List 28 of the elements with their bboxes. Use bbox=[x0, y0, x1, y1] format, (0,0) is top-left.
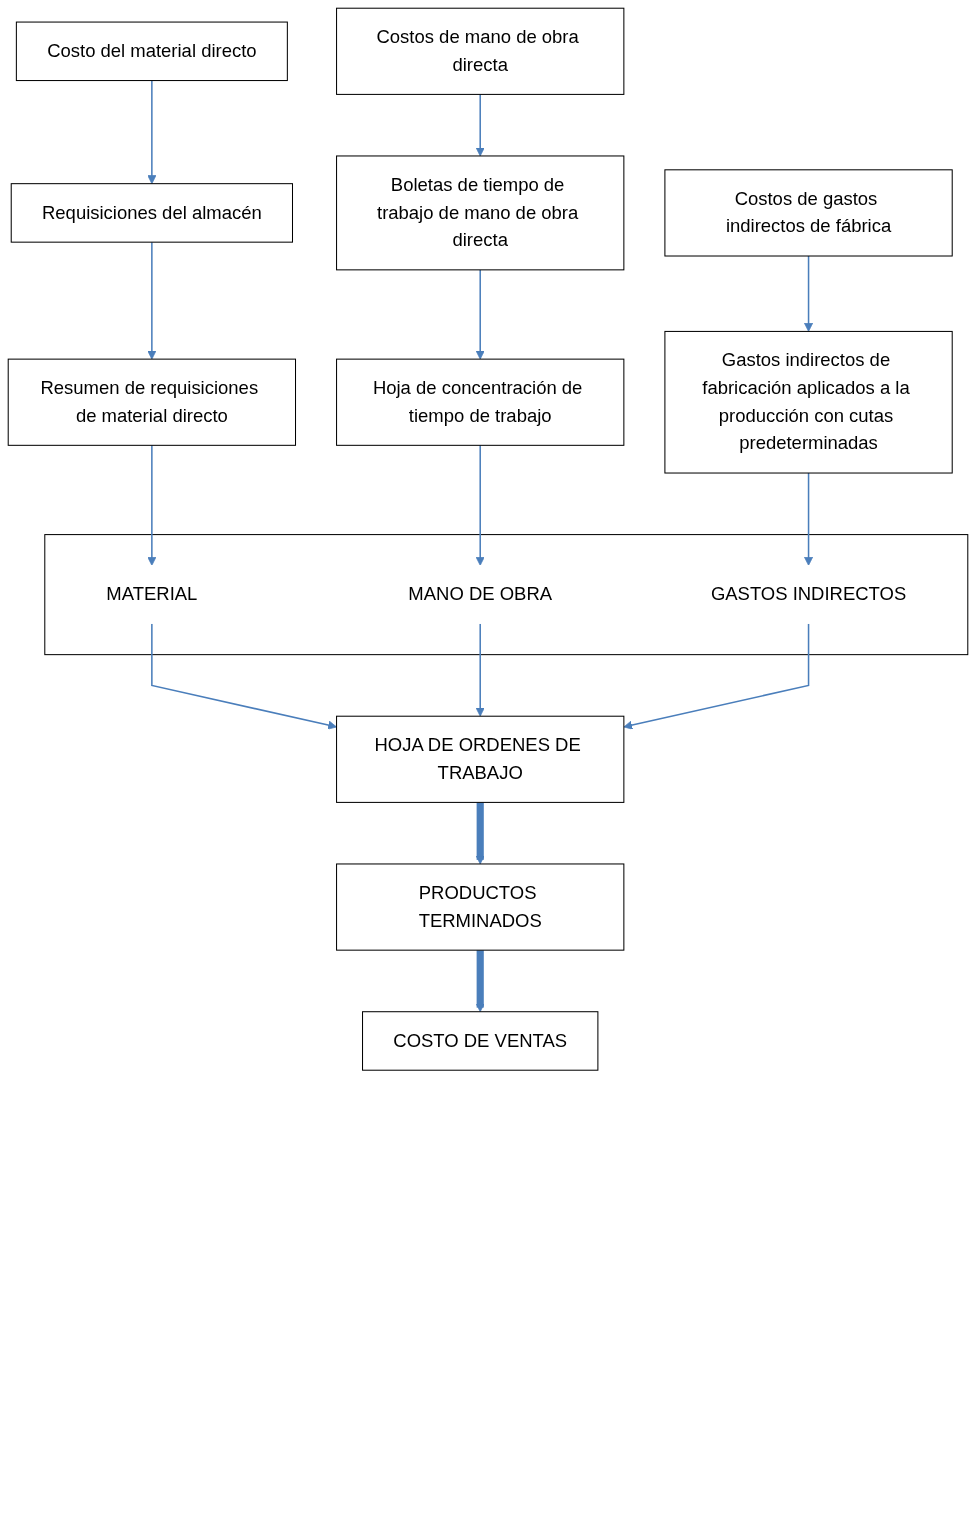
node-text: GASTOS INDIRECTOS bbox=[710, 583, 907, 605]
arrow bbox=[147, 241, 157, 360]
node-box: Hoja de concentración de tiempo de trabajo bbox=[336, 358, 625, 446]
arrow bbox=[475, 93, 485, 157]
node-box: HOJA DE ORDENES DE TRABAJO bbox=[336, 715, 625, 803]
node-box: Resumen de requisiciones de material directo bbox=[7, 358, 297, 446]
arrow bbox=[475, 950, 485, 1013]
cluster bbox=[44, 534, 969, 656]
arrow bbox=[475, 269, 485, 360]
node-box: Gastos indirectos de fabricación aplicados a la producción con cutas predeterminadas bbox=[664, 330, 953, 474]
arrow bbox=[475, 802, 485, 865]
arrow bbox=[804, 472, 814, 566]
node-box: Requisiciones del almacén bbox=[10, 183, 293, 243]
node-box: Costos de mano de obra directa bbox=[336, 7, 625, 95]
node-box: COSTO DE VENTAS bbox=[362, 1011, 599, 1071]
arrow bbox=[475, 444, 485, 566]
node-box: Costos de gastos indirectos de fábrica bbox=[664, 169, 953, 257]
node-box: Boletas de tiempo de trabajo de mano de obra directa bbox=[336, 155, 625, 271]
arrow bbox=[151, 623, 337, 730]
arrow bbox=[475, 623, 485, 717]
node-text: MANO DE OBRA bbox=[408, 583, 553, 605]
node-box: PRODUCTOS TERMINADOS bbox=[336, 863, 625, 951]
arrow bbox=[147, 79, 157, 185]
arrow bbox=[804, 255, 814, 332]
node-box: Costo del material directo bbox=[15, 21, 288, 82]
arrow bbox=[147, 444, 157, 566]
arrow bbox=[623, 623, 810, 730]
node-text: MATERIAL bbox=[106, 583, 198, 605]
